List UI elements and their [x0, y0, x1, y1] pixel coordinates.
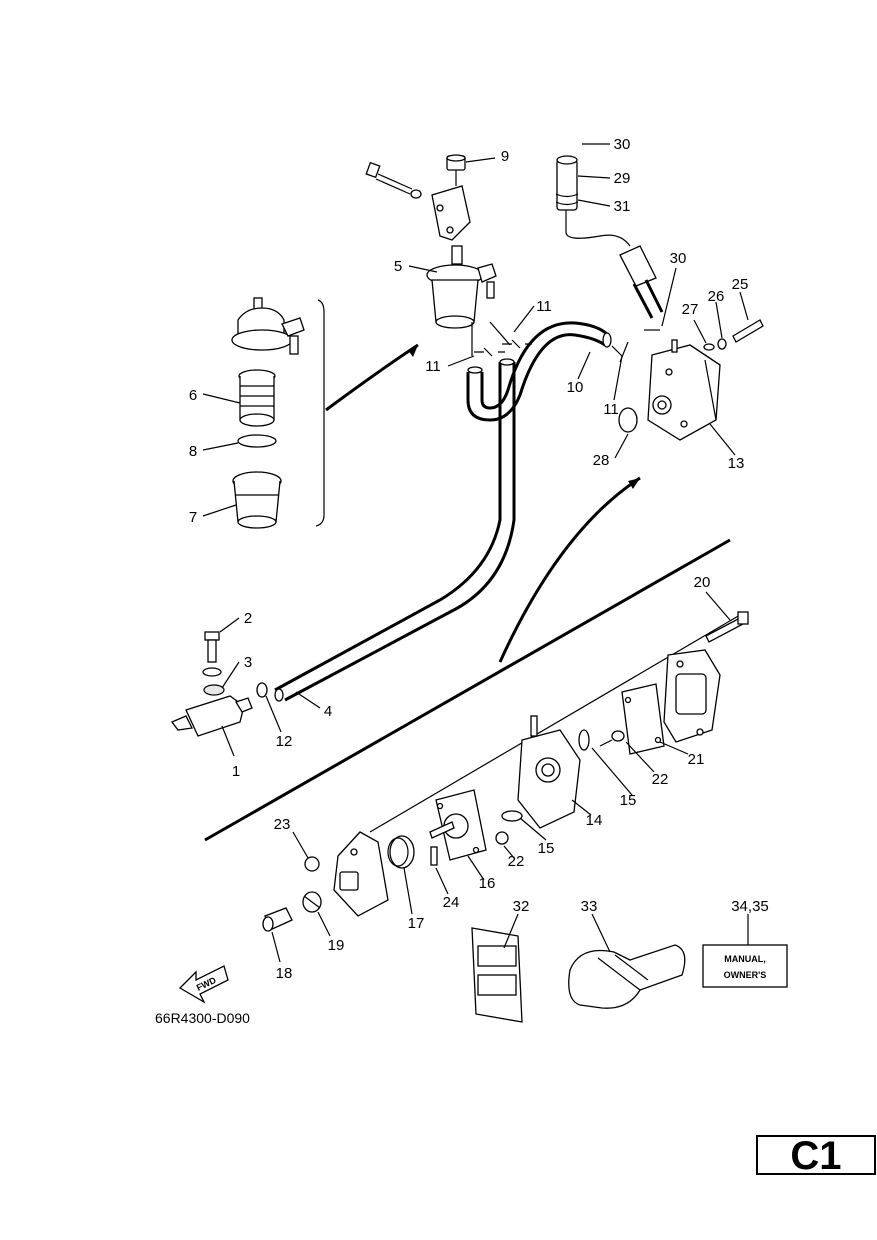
callout-18: 18: [276, 965, 293, 982]
fuel-pump-exploded: [262, 611, 749, 932]
callout-11-b: 11: [425, 358, 441, 375]
callout-5: 5: [394, 258, 402, 275]
callout-28: 28: [593, 452, 610, 469]
callout-23: 23: [274, 816, 291, 833]
callout-10: 10: [567, 379, 584, 396]
callout-7: 7: [189, 509, 197, 526]
fuel-filter-assembly: [365, 154, 532, 357]
page-code-box: C1: [756, 1135, 876, 1176]
callout-25: 25: [732, 276, 749, 293]
callout-8: 8: [189, 443, 197, 460]
accessories: [471, 927, 788, 1023]
callout-1: 1: [232, 763, 240, 780]
callout-17: 17: [408, 915, 425, 932]
section-divider: [204, 538, 731, 842]
callout-2: 2: [244, 610, 252, 627]
callout-11-a: 11: [536, 298, 552, 315]
callout-19: 19: [328, 937, 345, 954]
callout-32: 32: [513, 898, 530, 915]
manual-label-line2: OWNER'S: [724, 970, 767, 980]
callout-27: 27: [682, 301, 699, 318]
drawing-code: 66R4300-D090: [155, 1010, 250, 1026]
callout-21: 21: [688, 751, 705, 768]
fuel-joint-assembly: [170, 631, 268, 737]
callout-20: 20: [694, 574, 711, 591]
callout-9: 9: [501, 148, 509, 165]
callout-3: 3: [244, 654, 252, 671]
callout-13: 13: [728, 455, 745, 472]
callout-24: 24: [443, 894, 460, 911]
filter-element-detail: [231, 297, 419, 529]
callout-15-a: 15: [620, 792, 637, 809]
callout-30-b: 30: [670, 250, 687, 267]
callout-26: 26: [708, 288, 725, 305]
callout-12: 12: [276, 733, 293, 750]
fuel-hoses: [274, 321, 612, 702]
callout-16: 16: [479, 875, 496, 892]
forward-direction-arrow: FWD: [178, 965, 229, 1004]
callout-33: 33: [581, 898, 598, 915]
callout-22-b: 22: [508, 853, 525, 870]
leader-lines: [202, 143, 749, 963]
manual-label-line1: MANUAL,: [724, 954, 766, 964]
callout-22-a: 22: [652, 771, 669, 788]
callout-11-c: 11: [603, 401, 619, 418]
callout-numbers: 1 2 3 4 5 6 7 8 9 10 11 11 11 12 13 14 1…: [189, 136, 769, 982]
callout-29: 29: [614, 170, 631, 187]
callout-6: 6: [189, 387, 197, 404]
callout-14: 14: [586, 812, 603, 829]
callout-15-b: 15: [538, 840, 555, 857]
callout-34-35: 34,35: [731, 898, 769, 915]
fuel-pump-assembly: [498, 155, 764, 663]
callout-31: 31: [614, 198, 631, 215]
callout-4: 4: [324, 703, 332, 720]
callout-30-a: 30: [614, 136, 631, 153]
